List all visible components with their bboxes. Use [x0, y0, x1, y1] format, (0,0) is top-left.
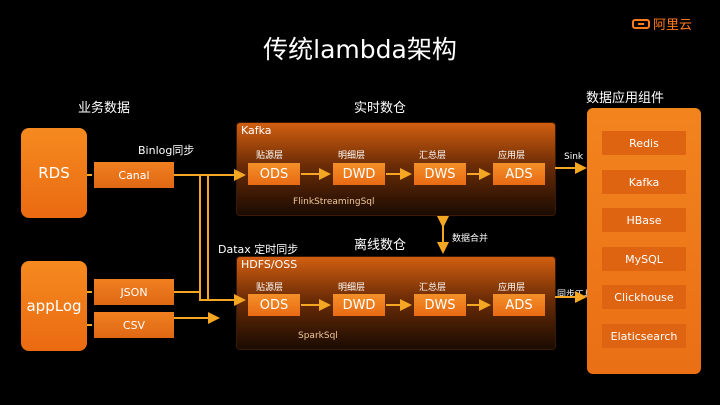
- off-dwd-label: DWD: [342, 297, 376, 313]
- component-mysql: MySQL: [602, 247, 686, 271]
- csv-label: CSV: [122, 318, 146, 332]
- canal-tool-box: Canal: [94, 162, 174, 188]
- component-kafka: Kafka: [602, 170, 686, 194]
- off-ads-box: ADS: [493, 294, 545, 316]
- data-merge-label: 数据合并: [452, 234, 489, 244]
- off-dws-label: DWS: [424, 297, 456, 313]
- component-hbase: HBase: [602, 208, 686, 232]
- binlog-sync-label: Binlog同步: [138, 144, 195, 157]
- business-data-label: 业务数据: [78, 101, 131, 116]
- off-ads-caption: 应用层: [498, 283, 526, 293]
- rds-source-box: RDS: [21, 128, 87, 218]
- offline-warehouse-label: 离线数仓: [354, 238, 407, 253]
- component-hbase-label: HBase: [626, 213, 662, 227]
- component-redis: Redis: [602, 131, 686, 155]
- brand-logo: 阿里云: [632, 14, 692, 33]
- component-mysql-label: MySQL: [625, 252, 663, 266]
- component-clickhouse: Clickhouse: [602, 285, 686, 309]
- off-ods-caption: 贴源层: [256, 283, 284, 293]
- rt-dws-box: DWS: [414, 163, 466, 185]
- rt-dwd-caption: 明细层: [338, 151, 366, 161]
- component-redis-label: Redis: [629, 136, 659, 150]
- rt-dws-caption: 汇总层: [419, 151, 447, 161]
- rt-dwd-label: DWD: [342, 166, 376, 182]
- canal-label: Canal: [118, 168, 150, 182]
- off-dws-box: DWS: [414, 294, 466, 316]
- brand-logo-text: 阿里云: [653, 18, 693, 33]
- rt-ods-label: ODS: [259, 166, 289, 182]
- rt-ods-box: ODS: [248, 163, 300, 185]
- off-dws-caption: 汇总层: [419, 283, 447, 293]
- applog-label: appLog: [26, 297, 82, 315]
- data-app-components-label: 数据应用组件: [586, 91, 665, 106]
- aliyun-logo-icon: [632, 18, 650, 29]
- binlog-to-off-ods-arrow: [199, 175, 246, 306]
- off-dwd-caption: 明细层: [338, 283, 366, 293]
- off-dwd-box: DWD: [333, 294, 385, 316]
- off-ads-label: ADS: [505, 297, 533, 313]
- realtime-warehouse-label: 实时数仓: [354, 101, 407, 116]
- rt-ads-label: ADS: [505, 166, 533, 182]
- rt-dwd-box: DWD: [333, 163, 385, 185]
- sink-label: Sink: [564, 152, 584, 162]
- rt-ads-caption: 应用层: [498, 151, 526, 161]
- rt-ods-caption: 贴源层: [256, 151, 284, 161]
- off-ods-label: ODS: [259, 297, 289, 313]
- kafka-platform-label: Kafka: [241, 124, 272, 137]
- spark-engine-label: SparkSql: [298, 331, 338, 341]
- rt-dws-label: DWS: [424, 166, 456, 182]
- rds-label: RDS: [38, 164, 70, 182]
- component-elasticsearch: Elaticsearch: [602, 324, 686, 348]
- hdfs-platform-label: HDFS/OSS: [241, 258, 298, 271]
- json-label: JSON: [120, 285, 148, 299]
- component-kafka-label: Kafka: [628, 175, 660, 189]
- flink-engine-label: FlinkStreamingSql: [293, 197, 375, 207]
- csv-format-box: CSV: [94, 312, 174, 338]
- off-ods-box: ODS: [248, 294, 300, 316]
- component-clickhouse-label: Clickhouse: [614, 290, 674, 304]
- page-title: 传统lambda架构: [263, 35, 457, 64]
- json-format-box: JSON: [94, 279, 174, 305]
- component-elasticsearch-label: Elaticsearch: [610, 329, 678, 343]
- rt-ads-box: ADS: [493, 163, 545, 185]
- datax-sync-label: Datax 定时同步: [218, 243, 299, 256]
- applog-source-box: appLog: [21, 261, 87, 351]
